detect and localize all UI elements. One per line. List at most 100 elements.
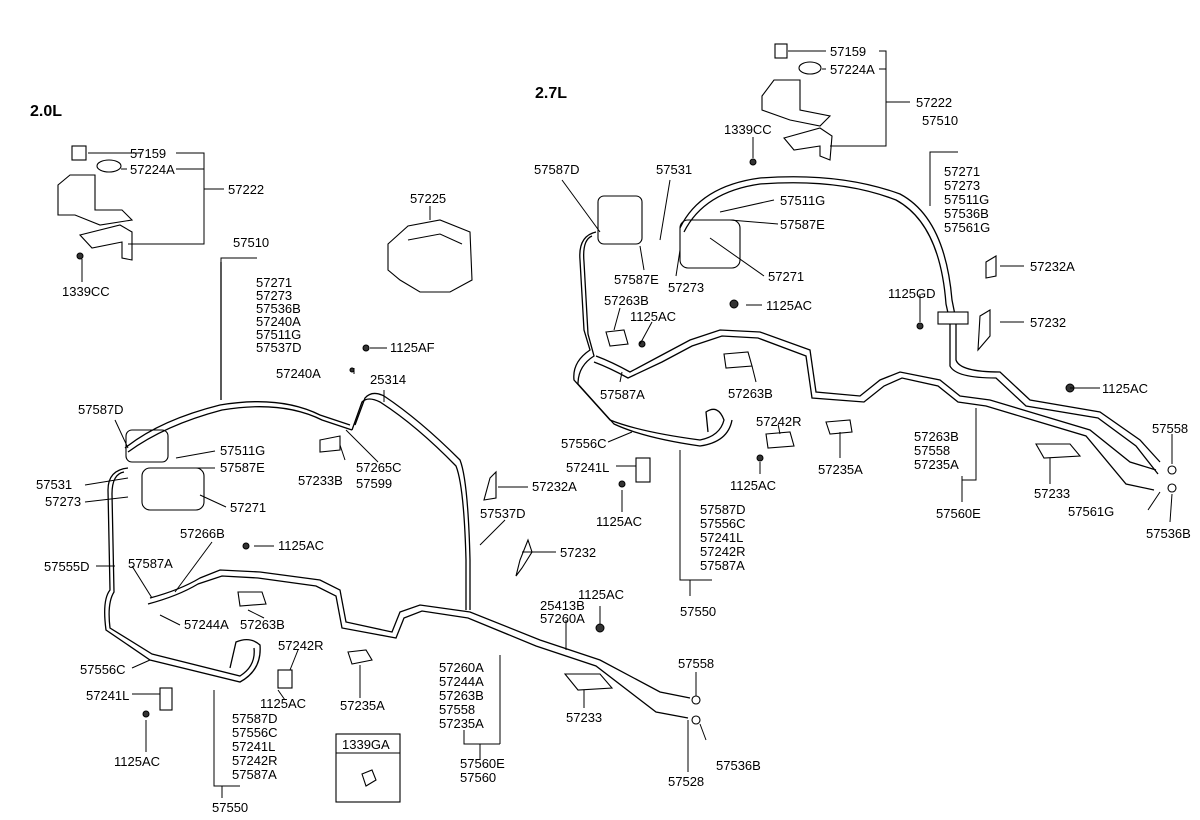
group-57550-left-item-2: 57241L <box>232 739 275 754</box>
label-57241L-left: 57241L <box>86 688 129 703</box>
label-57224A-right: 57224A <box>830 62 875 77</box>
group-57510-item-0: 57271 <box>256 275 292 290</box>
label-57240A-left: 57240A <box>276 366 321 381</box>
left-labels: 57159 57224A 57222 1339CC 57225 57510 57… <box>36 146 761 815</box>
group-57510-right-item-2: 57511G <box>944 192 989 207</box>
group-57560E-right-item-0: 57263B <box>914 429 959 444</box>
group-57560-item-4: 57235A <box>439 716 484 731</box>
label-57510-right: 57510 <box>922 113 958 128</box>
label-57224A-left: 57224A <box>130 162 175 177</box>
label-1125GD-right: 1125GD <box>888 286 935 301</box>
label-57561G-right: 57561G <box>1068 504 1114 519</box>
label-57266B-left: 57266B <box>180 526 225 541</box>
group-57510-item-1: 57273 <box>256 288 292 303</box>
label-57587E-left: 57587E <box>220 460 265 475</box>
group-57550-right-item-2: 57241L <box>700 530 743 545</box>
left-grommet-part <box>96 159 122 173</box>
group-57560E-right-item-2: 57235A <box>914 457 959 472</box>
label-57233-right: 57233 <box>1034 486 1070 501</box>
label-57556C-left: 57556C <box>80 662 126 677</box>
group-57560-item-2: 57263B <box>439 688 484 703</box>
label-1339CC-right: 1339CC <box>724 122 772 137</box>
label-57560-left: 57560 <box>460 770 496 785</box>
group-57550-left-item-1: 57556C <box>232 725 278 740</box>
label-57528-left: 57528 <box>668 774 704 789</box>
label-57273-right: 57273 <box>668 280 704 295</box>
label-57273-left: 57273 <box>45 494 81 509</box>
label-57587D-left: 57587D <box>78 402 124 417</box>
label-57263B-right-a: 57263B <box>604 293 649 308</box>
label-57587D-right: 57587D <box>534 162 580 177</box>
label-57558-left: 57558 <box>678 656 714 671</box>
label-57159-left: 57159 <box>130 146 166 161</box>
label-25314-left: 25314 <box>370 372 406 387</box>
group-57550-left-item-4: 57587A <box>232 767 277 782</box>
label-57550-left: 57550 <box>212 800 248 815</box>
label-1125AC-left-a: 1125AC <box>278 538 324 553</box>
label-57159-right: 57159 <box>830 44 866 59</box>
label-1339CC-left: 1339CC <box>62 284 110 299</box>
label-57232A-left: 57232A <box>532 479 577 494</box>
left-reservoir-part <box>125 429 169 463</box>
label-1125AF-left: 1125AF <box>390 340 435 355</box>
label-57536B-left: 57536B <box>716 758 761 773</box>
group-57550-left-item-0: 57587D <box>232 711 278 726</box>
label-57560E-right: 57560E <box>936 506 981 521</box>
label-1125AC-left-b: 1125AC <box>578 587 624 602</box>
label-1125AC-left-c: 1125AC <box>260 696 306 711</box>
label-57232A-right: 57232A <box>1030 259 1075 274</box>
right-labels: 57159 57224A 57222 1339CC 57510 57271 57… <box>534 44 1191 619</box>
label-57235A-right: 57235A <box>818 462 863 477</box>
label-57536B-right: 57536B <box>1146 526 1191 541</box>
group-57550-right-item-3: 57242R <box>700 544 746 559</box>
label-57222-left: 57222 <box>228 182 264 197</box>
group-57560-item-3: 57558 <box>439 702 475 717</box>
group-57560-item-0: 57260A <box>439 660 484 675</box>
group-57550-right-item-4: 57587A <box>700 558 745 573</box>
label-57225-left: 57225 <box>410 191 446 206</box>
label-57560E-left: 57560E <box>460 756 505 771</box>
group-57550-right-item-1: 57556C <box>700 516 746 531</box>
label-57511G-left: 57511G <box>220 443 265 458</box>
group-57510-item-2: 57536B <box>256 301 301 316</box>
label-1125AC-right-c: 1125AC <box>1102 381 1148 396</box>
group-57510-item-3: 57240A <box>256 314 301 329</box>
group-57550-left-item-3: 57242R <box>232 753 278 768</box>
left-drawing <box>57 145 707 803</box>
label-57222-right: 57222 <box>916 95 952 110</box>
group-57510-item-4: 57511G <box>256 327 301 342</box>
section-title-2.7l: 2.7L <box>535 85 567 102</box>
label-57241L-right: 57241L <box>566 460 609 475</box>
group-57510-right-item-4: 57561G <box>944 220 990 235</box>
left-bracket-part <box>57 174 134 226</box>
group-57510-right-item-1: 57273 <box>944 178 980 193</box>
label-57233B-left: 57233B <box>298 473 343 488</box>
label-1125AC-right-b: 1125AC <box>766 298 812 313</box>
group-57550-right-item-0: 57587D <box>700 502 746 517</box>
label-1125AC-left-d: 1125AC <box>114 754 160 769</box>
left-plate-part <box>78 224 133 261</box>
section-title-2.0l: 2.0L <box>30 103 62 120</box>
label-57263B-right-b: 57263B <box>728 386 773 401</box>
label-57244A-left: 57244A <box>184 617 229 632</box>
label-57587E-right-a: 57587E <box>780 217 825 232</box>
label-57555D-left: 57555D <box>44 559 90 574</box>
label-57233-left: 57233 <box>566 710 602 725</box>
group-57510-right-item-0: 57271 <box>944 164 980 179</box>
right-drawing <box>561 43 1177 596</box>
label-57235A-left: 57235A <box>340 698 385 713</box>
left-abs-modulator-part <box>387 219 473 293</box>
label-57587A-right: 57587A <box>600 387 645 402</box>
label-57242R-right: 57242R <box>756 414 802 429</box>
label-57558-right: 57558 <box>1152 421 1188 436</box>
label-57587A-left: 57587A <box>128 556 173 571</box>
label-57556C-right: 57556C <box>561 436 607 451</box>
label-57232-right: 57232 <box>1030 315 1066 330</box>
label-57260A-left: 57260A <box>540 611 585 626</box>
label-57232-left: 57232 <box>560 545 596 560</box>
label-57537D-left: 57537D <box>480 506 526 521</box>
label-1125AC-right-a: 1125AC <box>630 309 676 324</box>
label-57271-right: 57271 <box>768 269 804 284</box>
clip-nut-part <box>361 769 377 787</box>
